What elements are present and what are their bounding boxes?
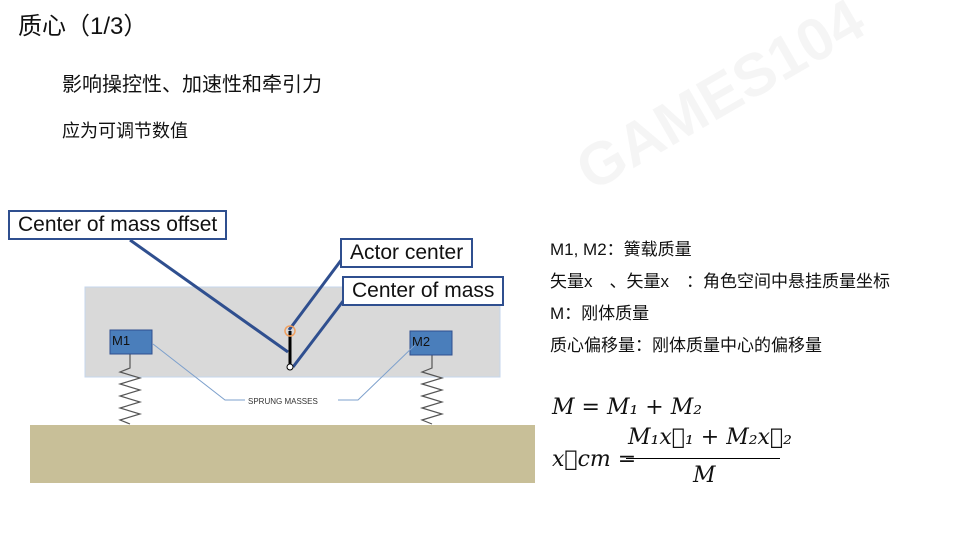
desc-4: 质心偏移量：刚体质量中心的偏移量 <box>550 336 822 355</box>
mass-m1 <box>109 329 153 355</box>
arrow-right <box>338 344 416 401</box>
spring-right <box>419 354 445 425</box>
actor-callout-line <box>287 254 347 331</box>
arrow-left <box>152 343 245 401</box>
bullet-1: 影响操控性、加速性和牵引力 <box>62 74 322 96</box>
desc-1: M1, M2：簧载质量 <box>550 240 692 259</box>
bullet-2: 应为可调节数值 <box>62 121 188 141</box>
formula-numerator: M₁x⃗₁ + M₂x⃗₂ <box>628 425 792 450</box>
ground <box>30 425 535 483</box>
mass-m2 <box>409 330 453 356</box>
label-actor-center: Actor center <box>340 238 474 268</box>
label-center-of-mass: Center of mass <box>342 276 505 306</box>
desc-3: M：刚体质量 <box>550 304 650 323</box>
com-callout-line <box>291 291 352 368</box>
formula-total-mass: M = M₁ + M₂ <box>552 395 703 420</box>
label-center-of-mass-offset: Center of mass offset <box>8 210 228 240</box>
spring-left <box>117 354 143 425</box>
desc-2: 矢量x 、矢量x ：角色空间中悬挂质量坐标 <box>550 272 890 291</box>
actor-center-icon <box>284 325 296 337</box>
slide-title: 质心（1/3） <box>18 13 148 40</box>
m2-label: M2 <box>412 334 430 349</box>
m1-label: M1 <box>112 333 130 348</box>
formula-denominator: M <box>693 463 716 488</box>
center-of-mass-icon <box>286 363 294 371</box>
formula-lhs: x⃗cm = <box>552 447 637 472</box>
fraction-bar <box>626 458 780 459</box>
sprung-masses-label: SPRUNG MASSES <box>248 397 318 406</box>
offset-callout-line <box>129 238 289 354</box>
